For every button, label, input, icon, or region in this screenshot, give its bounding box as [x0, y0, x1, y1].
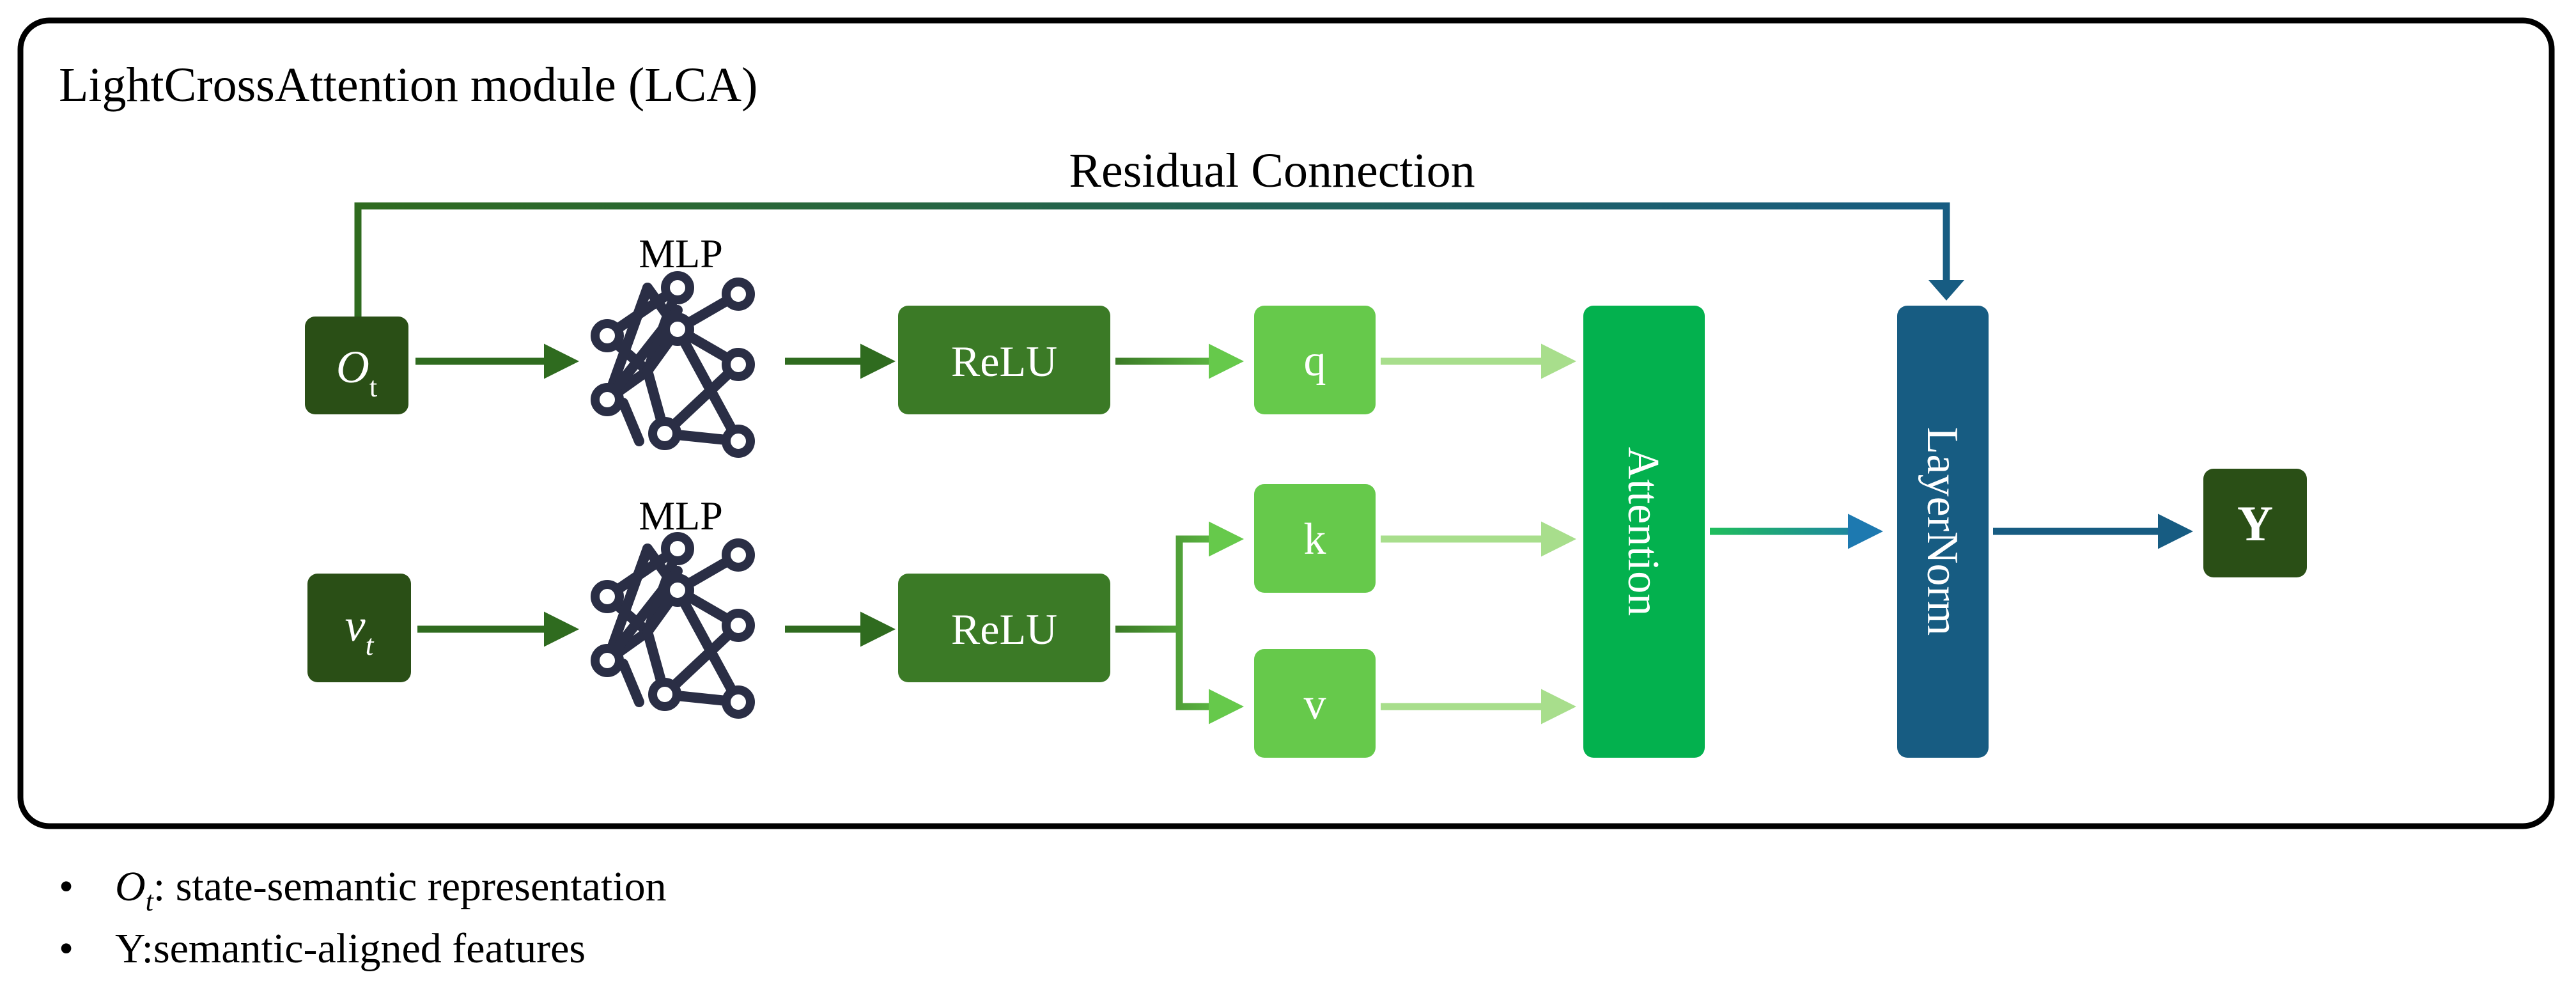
input-v-t — [307, 574, 411, 682]
legend-item-2: •Y:semantic-aligned features — [59, 925, 586, 972]
legend-item-1: •Ot: state-semantic representation — [59, 863, 667, 917]
output-y-box — [2203, 469, 2307, 577]
input-o-t-label: Ot — [336, 341, 377, 403]
q-label: q — [1304, 336, 1326, 386]
residual-label: Residual Connection — [1069, 144, 1475, 198]
attention-box — [1583, 306, 1705, 758]
q-box — [1254, 306, 1376, 414]
layernorm-label: LayerNorm — [1918, 427, 1967, 636]
relu-box-top — [898, 306, 1110, 414]
k-box — [1254, 484, 1376, 593]
v-box — [1254, 649, 1376, 758]
relu-label-bottom: ReLU — [951, 605, 1057, 653]
v-label: v — [1304, 680, 1326, 729]
input-v-t-label: vt — [345, 600, 375, 661]
arrow-relu-to-k — [1115, 521, 1244, 633]
mlp-label-top: MLP — [639, 231, 723, 276]
legend: •Ot: state-semantic representation •Y:se… — [59, 863, 667, 972]
k-label: k — [1304, 515, 1326, 564]
layernorm-box — [1897, 306, 1989, 758]
residual-arrowhead — [1928, 280, 1964, 301]
relu-label-top: ReLU — [951, 337, 1057, 386]
input-o-t — [305, 317, 408, 414]
residual-connection-arrow — [354, 202, 1950, 317]
mlp-label-bottom: MLP — [639, 493, 723, 538]
arrow-relu-to-v — [1175, 629, 1244, 724]
relu-box-bottom — [898, 574, 1110, 682]
module-title: LightCrossAttention module (LCA) — [59, 58, 757, 112]
attention-label: Attention — [1618, 447, 1668, 616]
output-y-label: Y — [2237, 496, 2273, 551]
